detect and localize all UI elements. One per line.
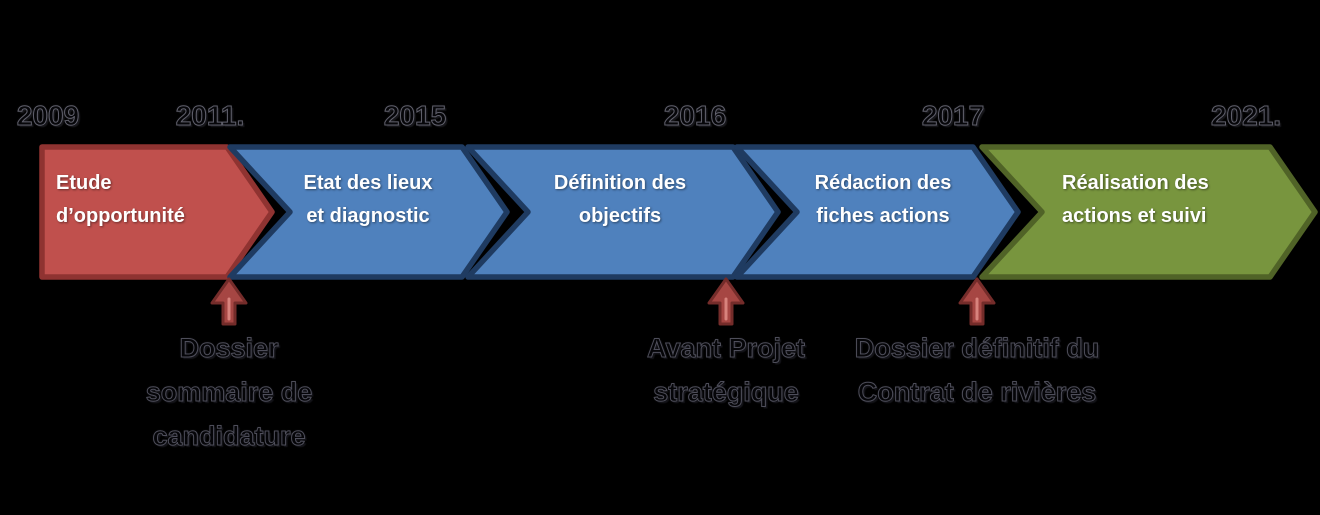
- year-label-2015: 2015: [383, 100, 447, 132]
- phase-label-redaction-fiches: Rédaction des fiches actions: [795, 167, 971, 233]
- milestone-label-line: candidature: [152, 421, 306, 452]
- year-label-2016: 2016: [663, 100, 727, 132]
- milestone-up-arrow-icon-1: [210, 277, 248, 326]
- milestone-label-dossier-definitif: Dossier définitif du Contrat de rivières: [854, 326, 1100, 414]
- milestone-label-line: Contrat de rivières: [857, 377, 1097, 408]
- phase-label-line: fiches actions: [816, 205, 950, 227]
- phase-label-line: Rédaction des: [814, 172, 952, 194]
- phase-arrow-shape-3: [465, 144, 781, 280]
- milestone-label-dossier-sommaire: Dossier sommaire de candidature: [145, 326, 313, 458]
- milestone-label-line: Avant Projet: [646, 333, 806, 364]
- phase-label-etude-opportunite: Etude d’opportunité: [56, 167, 236, 233]
- year-label-2011: 2011.: [175, 100, 245, 132]
- phase-label-line: actions et suivi: [1062, 205, 1207, 227]
- phase-arrow-shape-1: [39, 144, 275, 280]
- phase-label-line: objectifs: [578, 205, 662, 227]
- phase-label-definition-objectifs: Définition des objectifs: [520, 167, 720, 233]
- phase-arrow-shape-4: [734, 144, 1021, 280]
- phase-label-line: Réalisation des: [1062, 172, 1209, 194]
- phase-label-etat-des-lieux: Etat des lieux et diagnostic: [280, 167, 456, 233]
- milestone-label-line: Dossier définitif du: [854, 333, 1100, 364]
- milestone-label-line: sommaire de: [145, 377, 313, 408]
- milestone-up-arrow-icon-3: [958, 277, 996, 326]
- phase-label-line: Définition des: [553, 172, 687, 194]
- milestone-label-line: stratégique: [653, 377, 800, 408]
- phase-label-line: Etat des lieux: [303, 172, 433, 194]
- phase-label-line: d’opportunité: [56, 205, 185, 227]
- year-label-2009: 2009: [16, 100, 80, 132]
- year-label-2021: 2021.: [1210, 100, 1282, 132]
- milestone-label-line: Dossier: [179, 333, 279, 364]
- phase-arrow-shape-2: [227, 144, 510, 280]
- milestone-label-avant-projet: Avant Projet stratégique: [646, 326, 806, 414]
- milestone-up-arrow-icon-2: [707, 277, 745, 326]
- phase-label-line: Etude: [56, 172, 112, 194]
- year-label-2017: 2017: [921, 100, 985, 132]
- phase-arrow-shape-5: [979, 144, 1318, 280]
- phase-label-realisation-actions: Réalisation des actions et suivi: [1062, 167, 1292, 233]
- phase-label-line: et diagnostic: [306, 205, 430, 227]
